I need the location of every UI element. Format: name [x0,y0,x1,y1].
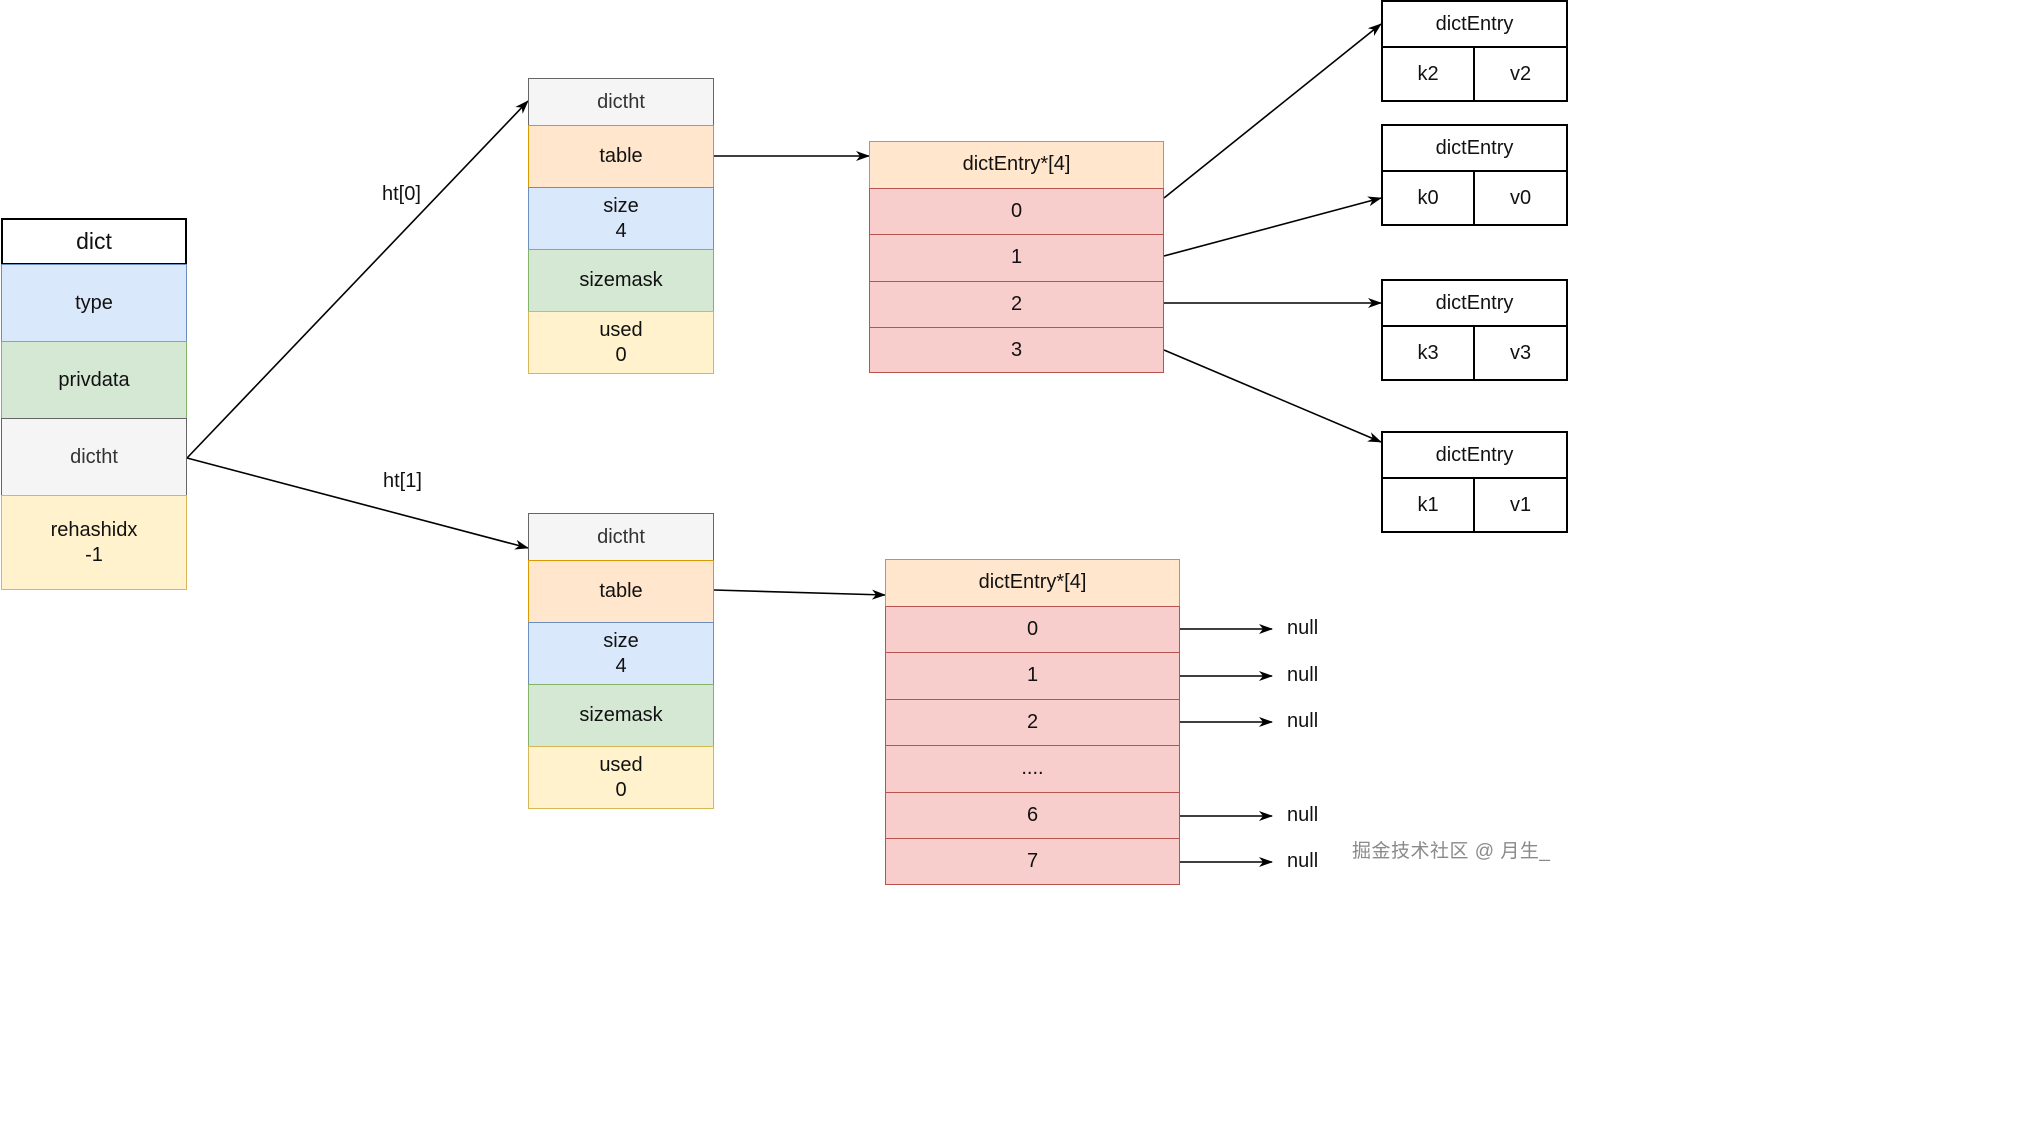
bucket-array-1-slot-2-index: 2 [1026,710,1039,733]
bucket-array-0-slot-2: 2 [869,280,1164,328]
bucket-array-1-slot-1-index: 1 [1026,664,1039,687]
arrow-ht1 [186,457,529,550]
dictht-1-size-value: 4 [615,654,627,677]
dictht-0-used-field: used 0 [528,311,714,374]
dict-entry-k3: dictEntry k3 v3 [1381,279,1568,381]
bucket-array-1-slot-2: 2 [885,698,1180,746]
bucket-array-0-title: dictEntry*[4] [869,141,1164,189]
dictht-1-used-field: used 0 [528,746,714,809]
dict-entry-value: v3 [1473,325,1568,381]
dictht-1-sizemask-field: sizemask [528,684,714,747]
dictht-1-used-value: 0 [615,778,627,801]
dict-entry-value: v0 [1473,170,1568,226]
bucket-array-0-slot-0: 0 [869,187,1164,235]
dict-entry-value: v2 [1473,46,1568,102]
dict-title: dict [1,218,187,265]
bucket-array-0-title-text: dictEntry*[4] [962,153,1071,176]
dict-rehashidx-label: rehashidx [50,518,138,541]
dictht-0: dictht table size 4 sizemask used 0 [528,78,714,374]
bucket-array-1-slot-0-index: 0 [1026,617,1039,640]
bucket-array-0-slot-3-index: 3 [1010,338,1023,361]
bucket-array-1-slot-ellipsis-text: .... [1021,757,1044,780]
dict-entry-title: dictEntry [1381,0,1568,48]
dict-entry-title: dictEntry [1381,431,1568,479]
dictht-1-size-label: size [603,629,639,652]
dict-entry-title-text: dictEntry [1435,443,1514,466]
null-label-slot-0: null [1287,617,1319,639]
dictht-1-title: dictht [528,513,714,561]
dictht-0-size-value: 4 [615,219,627,242]
dictht-1-title-text: dictht [597,525,645,548]
bucket-array-1-slot-0: 0 [885,605,1180,653]
arrow-slot1-to-k0 [1163,196,1382,257]
dictht-0-size-label: size [603,194,639,217]
bucket-array-1-slot-ellipsis: .... [885,745,1180,793]
dict-entry-title-text: dictEntry [1435,136,1514,159]
edge-label-ht1: ht[1] [383,470,422,492]
watermark: 掘金技术社区 @ 月生_ [1352,841,1551,862]
bucket-array-0-slot-3: 3 [869,327,1164,373]
bucket-array-1-slot-7-index: 7 [1026,850,1039,872]
dict-entry-title: dictEntry [1381,279,1568,327]
dict-entry-k0: dictEntry k0 v0 [1381,124,1568,226]
bucket-array-1-title: dictEntry*[4] [885,559,1180,607]
null-label-slot-7: null [1287,850,1319,872]
dictht-1-table-label: table [599,580,643,602]
dictht-1: dictht table size 4 sizemask used 0 [528,513,714,809]
dictht-0-used-value: 0 [615,343,627,366]
dict-entry-k1: dictEntry k1 v1 [1381,431,1568,533]
dictht-0-used-label: used [599,318,643,341]
dict-entry-key: k0 [1381,170,1475,226]
dict-entry-key: k2 [1381,46,1475,102]
bucket-array-1-title-text: dictEntry*[4] [978,571,1087,594]
bucket-array-1-slot-1: 1 [885,652,1180,700]
bucket-array-1-slot-6-index: 6 [1026,803,1039,826]
dict-rehashidx-value: -1 [85,543,103,566]
dict-privdata-field: privdata [1,341,187,419]
dict-dictht-label: dictht [70,445,118,468]
dict-entry-value: v1 [1473,477,1568,533]
dictht-0-size-field: size 4 [528,187,714,250]
null-label-slot-2: null [1287,710,1319,732]
bucket-array-0-slot-2-index: 2 [1010,292,1023,315]
bucket-array-0-slot-1: 1 [869,234,1164,282]
arrow-slot0-to-k2 [1163,23,1382,199]
dictht-0-table-field: table [528,125,714,188]
dictht-0-sizemask-label: sizemask [579,269,663,291]
bucket-array-1: dictEntry*[4] 0 1 2 .... 6 7 [885,559,1180,885]
dict-type-field: type [1,264,187,342]
dict-privdata-label: privdata [58,368,130,391]
dictht-1-used-label: used [599,753,643,776]
bucket-array-1-slot-7: 7 [885,838,1180,885]
null-label-slot-1: null [1287,664,1319,686]
arrow-slot3-to-k1 [1163,349,1382,443]
dictht-1-size-field: size 4 [528,622,714,685]
dict-entry-key: k3 [1381,325,1475,381]
dictht-0-title: dictht [528,78,714,126]
dict-type-label: type [75,291,113,314]
edge-label-ht0: ht[0] [382,183,421,205]
dict-title-text: dict [76,228,112,254]
bucket-array-0-slot-0-index: 0 [1010,199,1023,222]
arrow-ht0 [186,100,529,459]
arrow-table1-to-array1 [713,589,886,600]
dict-entry-k2: dictEntry k2 v2 [1381,0,1568,102]
null-label-slot-6: null [1287,804,1319,826]
dict-struct: dict type privdata dictht rehashidx -1 [1,218,187,590]
dict-entry-title-text: dictEntry [1435,291,1514,314]
dict-entry-title-text: dictEntry [1435,12,1514,35]
dictht-0-table-label: table [599,145,643,167]
bucket-array-1-slot-6: 6 [885,791,1180,839]
dictht-1-table-field: table [528,560,714,623]
dict-dictht-field: dictht [1,418,187,496]
dictht-0-title-text: dictht [597,90,645,113]
dict-rehashidx-field: rehashidx -1 [1,495,187,590]
dict-entry-title: dictEntry [1381,124,1568,172]
connector-layer [186,23,1382,867]
bucket-array-0: dictEntry*[4] 0 1 2 3 [869,141,1164,373]
dictht-1-sizemask-label: sizemask [579,704,663,726]
dict-entry-key: k1 [1381,477,1475,533]
dictht-0-sizemask-field: sizemask [528,249,714,312]
bucket-array-0-slot-1-index: 1 [1010,246,1023,269]
